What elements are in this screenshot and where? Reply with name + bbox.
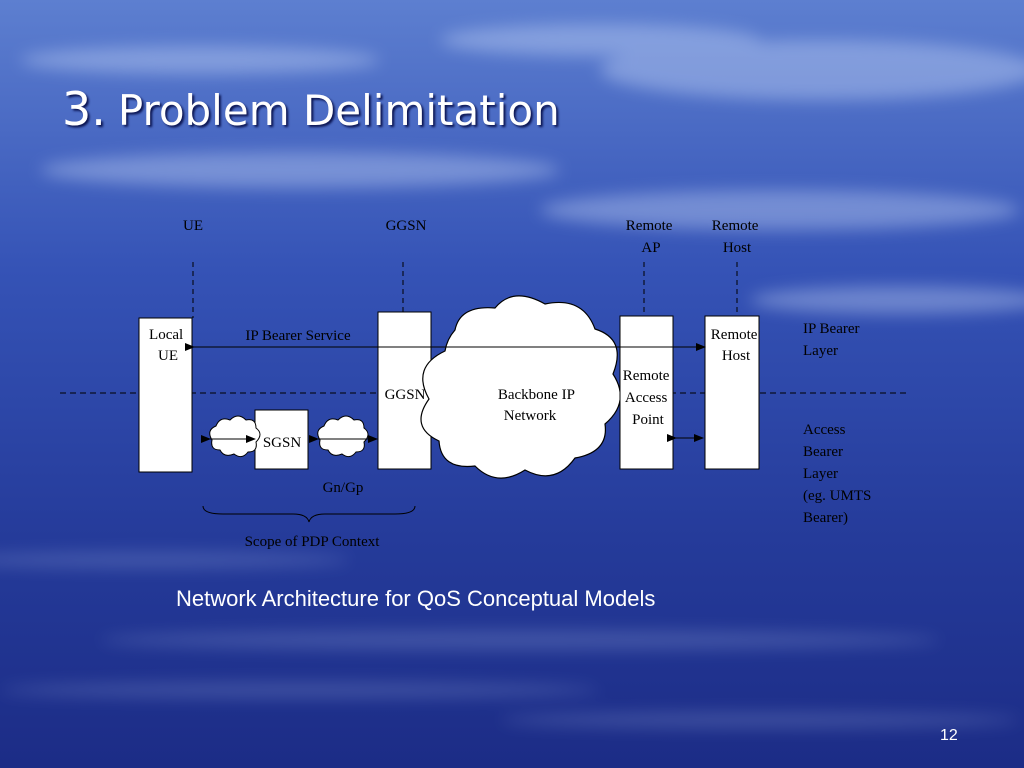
sgsn-box <box>254 409 309 470</box>
ip-bearer-layer-line2: Layer <box>803 343 838 359</box>
title-number: 3. <box>62 82 106 136</box>
local-ue-label-line1: Local <box>149 327 183 343</box>
scope-brace <box>202 505 416 523</box>
remote-host-label-line2: Host <box>722 348 751 364</box>
top-label-remote-host: Remote Host <box>712 218 762 256</box>
ggsn-label: GGSN <box>385 387 426 403</box>
remote-host-label-line1: Remote <box>711 327 758 343</box>
top-label-remote-host-line2: Host <box>723 240 752 256</box>
page-number: 12 <box>940 727 958 744</box>
backbone-label-line2: Network <box>504 408 557 424</box>
access-bearer-layer-line1: Access <box>803 422 846 438</box>
title-text: Problem Delimitation <box>117 86 560 135</box>
remote-access-point-line3: Point <box>632 412 665 428</box>
top-label-ggsn: GGSN <box>386 218 427 234</box>
remote-host-label: Remote Host <box>711 327 761 364</box>
ip-bearer-layer-line1: IP Bearer <box>803 321 860 337</box>
diagram-caption: Network Architecture for QoS Conceptual … <box>176 586 656 611</box>
gn-gp-link-cloud-right <box>317 415 369 458</box>
ip-bearer-layer-label: IP Bearer Layer <box>803 321 863 359</box>
access-bearer-layer-label: Access Bearer Layer (eg. UMTS Bearer) <box>803 422 875 526</box>
access-bearer-layer-line2: Bearer <box>803 444 843 460</box>
remote-access-point-label: Remote Access Point <box>623 368 673 428</box>
top-label-remote-ap: Remote AP <box>626 218 676 256</box>
scope-label: Scope of PDP Context <box>245 534 381 550</box>
local-ue-label-line2: UE <box>158 348 178 364</box>
sgsn-label: SGSN <box>263 435 302 451</box>
access-bearer-layer-line3: Layer <box>803 466 838 482</box>
access-bearer-layer-line5: Bearer) <box>803 510 848 526</box>
top-label-remote-ap-line1: Remote <box>626 218 673 234</box>
remote-host-box <box>704 315 760 470</box>
ip-bearer-service-label: IP Bearer Service <box>245 328 351 344</box>
remote-access-point-line1: Remote <box>623 368 670 384</box>
backbone-ip-network-cloud <box>420 295 621 479</box>
top-label-remote-ap-line2: AP <box>641 240 660 256</box>
remote-access-point-box <box>619 315 674 470</box>
top-label-ue: UE <box>183 218 203 234</box>
local-ue-label: Local UE <box>149 327 187 364</box>
access-bearer-layer-line4: (eg. UMTS <box>803 488 871 504</box>
remote-access-point-line2: Access <box>625 390 668 406</box>
backbone-label-line1: Backbone IP <box>498 387 575 403</box>
radio-link-cloud-left <box>209 415 261 458</box>
gn-gp-label: Gn/Gp <box>323 480 364 496</box>
local-ue-box <box>138 317 193 473</box>
top-label-remote-host-line1: Remote <box>712 218 759 234</box>
slide-title: 3.Problem Delimitation <box>62 82 560 136</box>
backbone-label: Backbone IP Network <box>498 387 578 424</box>
